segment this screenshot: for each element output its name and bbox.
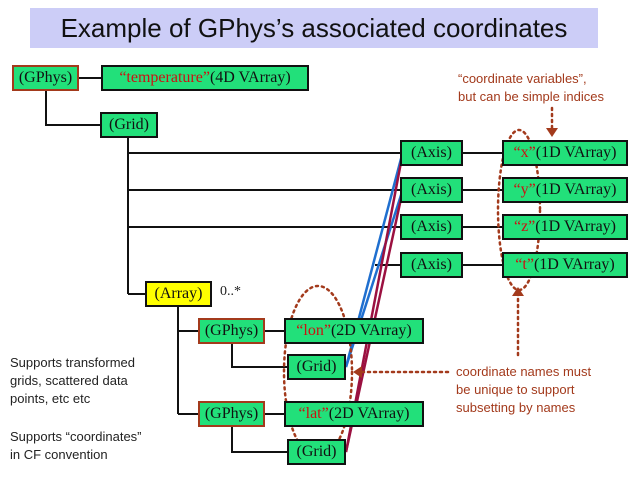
node-gphys-lat: (GPhys) <box>198 401 265 427</box>
node-var-name: “y” <box>513 181 536 198</box>
node-var-name: “z” <box>513 218 536 235</box>
node-axis-x: (Axis) <box>400 140 463 166</box>
node-var-type: (1D VArray) <box>535 181 617 198</box>
callout-line: “coordinate variables”, <box>458 71 587 86</box>
node-label: (Axis) <box>411 144 452 161</box>
callout-line: be unique to support <box>456 382 575 397</box>
node-axis-z: (Axis) <box>400 214 463 240</box>
note-line: points, etc etc <box>10 391 91 406</box>
note-line: Supports transformed <box>10 355 136 370</box>
node-label: (Axis) <box>411 256 452 273</box>
callout-line: coordinate names must <box>456 364 592 379</box>
node-var-name: “t” <box>515 256 534 273</box>
node-gphys-top: (GPhys) <box>12 65 79 91</box>
connector-gphys-lat-grid <box>231 427 287 453</box>
node-label: (Grid) <box>296 358 337 375</box>
arrow-coordvars-head <box>546 128 558 137</box>
callout-line: subsetting by names <box>456 400 576 415</box>
node-coord-y: “y” (1D VArray) <box>502 177 628 203</box>
title-banner: Example of GPhys’s associated coordinate… <box>30 8 598 48</box>
node-var-type: (4D VArray) <box>209 69 291 86</box>
arrow-names-up-head <box>512 287 524 296</box>
arrow-names-left-head <box>353 366 362 378</box>
node-grid-top: (Grid) <box>100 112 158 138</box>
node-lon: “lon” (2D VArray) <box>284 318 424 344</box>
node-var-name: “lon” <box>296 322 331 339</box>
node-array: (Array) <box>145 281 212 307</box>
node-label: (Axis) <box>411 218 452 235</box>
connector-gphys-lon-grid <box>231 344 287 368</box>
node-label: (Grid) <box>109 116 149 133</box>
node-var-type: (2D VArray) <box>328 405 410 422</box>
page-title: Example of GPhys’s associated coordinate… <box>60 12 568 43</box>
node-label: (Array) <box>154 285 203 302</box>
node-coord-t: “t” (1D VArray) <box>502 252 628 278</box>
note-line: in CF convention <box>10 447 108 462</box>
node-var-type: (1D VArray) <box>535 218 617 235</box>
node-temperature: “temperature” (4D VArray) <box>101 65 309 91</box>
node-lat: “lat” (2D VArray) <box>284 401 424 427</box>
node-axis-t: (Axis) <box>400 252 463 278</box>
connector-gphys-grid <box>45 91 100 126</box>
note-cf-convention: Supports “coordinates” in CF convention <box>10 428 142 464</box>
node-var-type: (1D VArray) <box>533 256 615 273</box>
node-label: (GPhys) <box>204 405 259 422</box>
node-var-name: “temperature” <box>119 69 210 86</box>
callout-unique-names: coordinate names must be unique to suppo… <box>456 363 591 417</box>
note-line: grids, scattered data <box>10 373 128 388</box>
node-gphys-lon: (GPhys) <box>198 318 265 344</box>
callout-coordinate-variables: “coordinate variables”, but can be simpl… <box>458 70 604 106</box>
node-grid-lat: (Grid) <box>287 439 346 465</box>
node-coord-x: “x” (1D VArray) <box>502 140 628 166</box>
node-label: (Axis) <box>411 181 452 198</box>
node-grid-lon: (Grid) <box>287 354 346 380</box>
multiplicity-label: 0..* <box>220 284 241 299</box>
node-label: (Grid) <box>296 443 337 460</box>
node-var-name: “x” <box>513 144 536 161</box>
node-var-type: (2D VArray) <box>330 322 412 339</box>
node-axis-y: (Axis) <box>400 177 463 203</box>
node-label: (GPhys) <box>204 322 259 339</box>
note-transformed-grids: Supports transformed grids, scattered da… <box>10 354 135 408</box>
callout-line: but can be simple indices <box>458 89 604 104</box>
node-label: (GPhys) <box>18 69 73 86</box>
note-line: Supports “coordinates” <box>10 429 142 444</box>
node-var-type: (1D VArray) <box>535 144 617 161</box>
node-var-name: “lat” <box>298 405 329 422</box>
node-coord-z: “z” (1D VArray) <box>502 214 628 240</box>
